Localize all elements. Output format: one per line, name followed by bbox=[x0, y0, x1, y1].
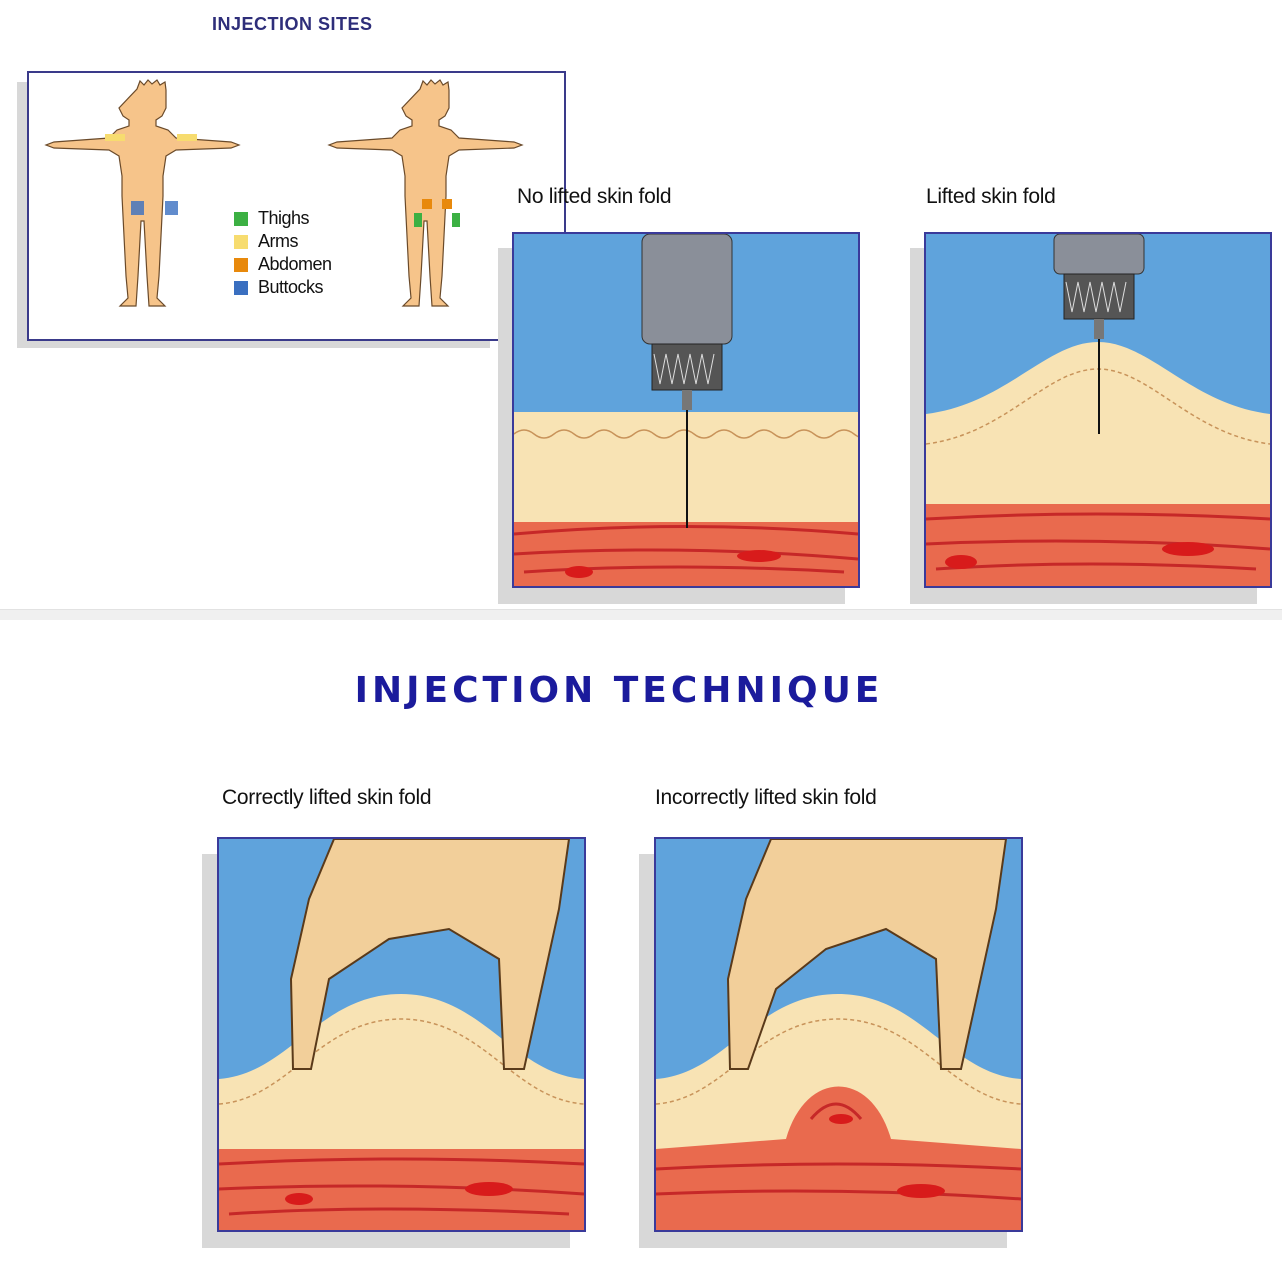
legend-item-buttocks: Buttocks bbox=[234, 276, 332, 299]
legend-swatch bbox=[234, 257, 248, 272]
legend-swatch bbox=[234, 234, 248, 249]
legend-item-abdomen: Abdomen bbox=[234, 253, 332, 276]
panel-label-incorrect: Incorrectly lifted skin fold bbox=[655, 786, 877, 809]
legend-swatch bbox=[234, 211, 248, 226]
section-divider bbox=[0, 609, 1282, 620]
panel-label-correct: Correctly lifted skin fold bbox=[222, 786, 432, 809]
legend-label: Abdomen bbox=[258, 254, 332, 274]
legend-swatch bbox=[234, 280, 248, 295]
injection-sites-title: INJECTION SITES bbox=[212, 14, 373, 34]
legend-label: Buttocks bbox=[258, 277, 324, 297]
legend-label: Thighs bbox=[258, 208, 310, 228]
body-figures bbox=[45, 79, 523, 307]
panel-incorrectly-lifted bbox=[654, 837, 1023, 1232]
panel-no-lifted-skin-fold bbox=[512, 232, 860, 588]
injection-sites-legend: Thighs Arms Abdomen Buttocks bbox=[234, 207, 332, 299]
legend-item-thighs: Thighs bbox=[234, 207, 332, 230]
panel-lifted-skin-fold bbox=[924, 232, 1272, 588]
injection-sites-diagram bbox=[27, 71, 566, 341]
legend-label: Arms bbox=[258, 231, 299, 251]
figure-back bbox=[45, 79, 240, 307]
panel-label-lifted: Lifted skin fold bbox=[926, 185, 1056, 208]
injection-technique-title: INJECTION TECHNIQUE bbox=[354, 670, 884, 711]
panel-label-no-lifted: No lifted skin fold bbox=[517, 185, 672, 208]
legend-item-arms: Arms bbox=[234, 230, 332, 253]
figure-front bbox=[328, 79, 523, 307]
panel-correctly-lifted bbox=[217, 837, 586, 1232]
